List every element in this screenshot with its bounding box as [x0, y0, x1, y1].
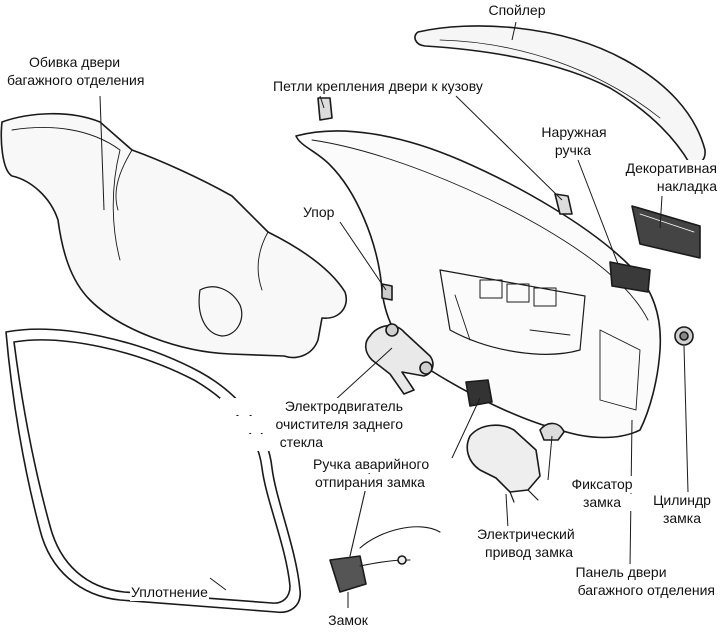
label-trim-line1: Обивка двери — [28, 54, 122, 71]
latch-fixer-part — [539, 422, 565, 441]
label-motor-line3: стекла — [220, 434, 324, 451]
label-motor-line2: очистителя заднего — [220, 416, 404, 433]
deco-trim-part — [631, 205, 701, 259]
label-outer-handle-line2: ручка — [548, 142, 598, 159]
label-panel-line1: Панель двери — [558, 564, 684, 581]
label-latch-fix-line2: замка — [562, 494, 642, 511]
label-cylinder-line1: Цилиндр — [644, 492, 720, 509]
wiper-motor-part — [364, 323, 434, 395]
label-actuator-line1: Электрический — [476, 526, 576, 543]
label-cylinder-line2: замка — [650, 510, 714, 527]
emergency-handle-part — [465, 379, 493, 407]
label-outer-handle-line1: Наружная — [530, 124, 618, 141]
label-panel-line2: багажного отделения — [536, 582, 716, 599]
label-seal: Уплотнение — [130, 584, 209, 601]
label-emergency-line2: отпирания замка — [314, 474, 426, 491]
label-spoiler: Спойлер — [476, 2, 558, 19]
label-stop: Упор — [302, 204, 336, 221]
hinge-parts — [317, 97, 573, 215]
label-deco-line1: Декоративная — [598, 160, 718, 177]
seal-part — [5, 328, 301, 614]
trim-panel-part — [0, 112, 347, 359]
outer-handle-part — [609, 261, 651, 293]
lock-cylinder-part — [674, 326, 694, 346]
label-motor-line1: Электродвигатель — [220, 398, 404, 415]
label-trim-line2: багажного отделения — [6, 72, 146, 89]
label-emergency-line1: Ручка аварийного — [312, 456, 431, 473]
label-hinges: Петли крепления двери к кузову — [272, 78, 484, 95]
label-lock: Замок — [316, 612, 380, 629]
actuator-part — [466, 424, 541, 503]
label-deco-line2: накладка — [628, 178, 718, 195]
lock-part — [329, 469, 441, 593]
door-panel-part — [295, 130, 662, 439]
label-latch-fix-line1: Фиксатор — [562, 476, 642, 493]
label-actuator-line2: привод замка — [484, 544, 575, 561]
